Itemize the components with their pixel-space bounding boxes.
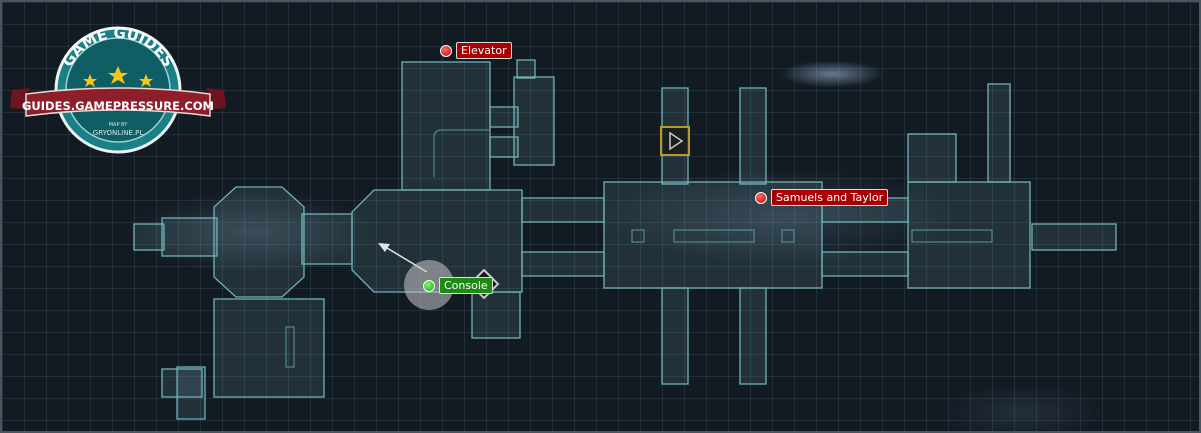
- room-console-south: [471, 291, 521, 339]
- corridor-left-mid: [301, 213, 353, 265]
- tower-b: [739, 87, 767, 185]
- marker-dot-red-icon: [440, 44, 452, 57]
- stars-icon: [83, 66, 153, 87]
- room-elevator-side2: [489, 136, 519, 158]
- marker-label: Console: [439, 277, 493, 294]
- badge-bottom-text: MAP BY: [109, 122, 128, 128]
- marker-elevator[interactable]: Elevator: [440, 42, 512, 59]
- room-bottom-left-corner: [161, 368, 203, 398]
- corridor-lower-right: [821, 251, 909, 277]
- room-elevator-side: [489, 106, 519, 128]
- gamepressure-watermark-badge: GAME GUIDES GUIDES.GAMEPRESSURE.COM MAP …: [10, 24, 226, 154]
- tower-c: [661, 287, 689, 385]
- badge-banner-text: GUIDES.GAMEPRESSURE.COM: [22, 99, 214, 113]
- tower-right: [987, 83, 1011, 183]
- marker-console[interactable]: Console: [423, 277, 493, 294]
- corridor-upper-center: [521, 197, 605, 223]
- direction-arrow: [378, 243, 390, 252]
- room-elevator-cap: [516, 59, 536, 79]
- corridor-lower-center: [521, 251, 605, 277]
- room-right-top: [907, 133, 957, 183]
- room-bottom-left: [213, 298, 325, 398]
- room-left-stub: [133, 223, 165, 251]
- marker-dot-red-icon: [755, 191, 767, 204]
- marker-label: Elevator: [456, 42, 512, 59]
- room-right: [907, 181, 1031, 289]
- corridor-left: [161, 217, 218, 257]
- marker-samuels-and-taylor[interactable]: Samuels and Taylor: [755, 189, 889, 206]
- badge-bottom-text2: GRYONLINE.PL: [93, 129, 144, 137]
- room-bottom-left-annex: [176, 366, 206, 420]
- room-elevator: [401, 61, 491, 191]
- room-elevator-annex: [513, 76, 555, 166]
- tower-d: [739, 287, 767, 385]
- room-octagon: [213, 186, 305, 298]
- marker-label: Samuels and Taylor: [771, 189, 889, 206]
- door-marker: [660, 126, 690, 156]
- room-hub-left: [351, 189, 523, 293]
- corridor-far-right: [1031, 223, 1117, 251]
- marker-dot-green-icon: [423, 279, 435, 292]
